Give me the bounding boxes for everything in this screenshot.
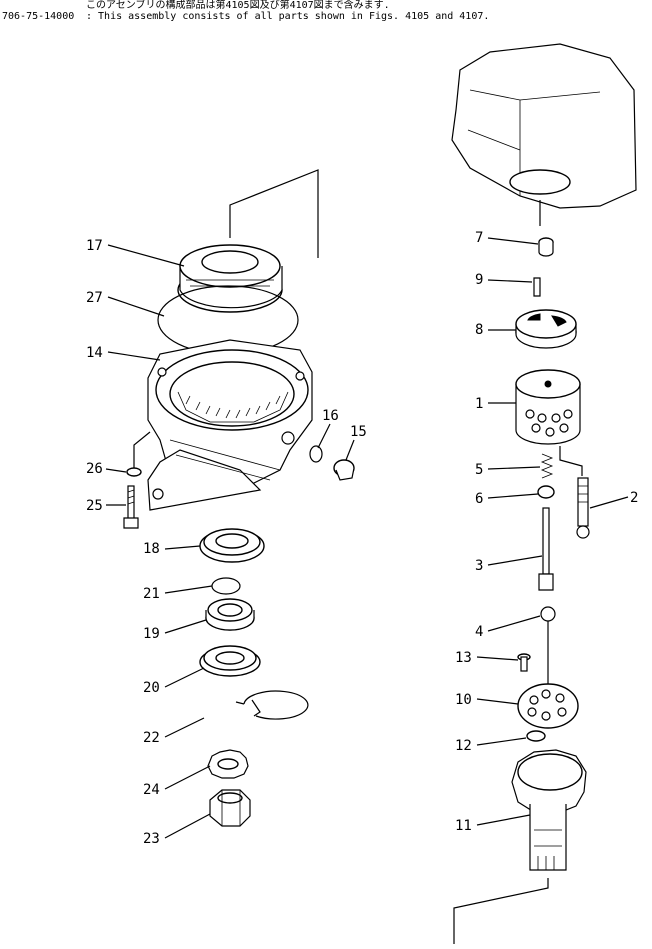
callout-1: 1 — [475, 396, 483, 412]
callout-9: 9 — [475, 272, 483, 288]
part-21-o-ring — [211, 577, 241, 595]
callout-6: 6 — [475, 491, 483, 507]
part-25-bolt — [123, 485, 139, 529]
part-10-retainer-plate — [517, 683, 579, 729]
callout-8: 8 — [475, 322, 483, 338]
callout-5: 5 — [475, 462, 483, 478]
callout-17: 17 — [86, 238, 103, 254]
part-9-pin — [533, 277, 541, 297]
part-12-nut — [526, 730, 546, 742]
callout-14: 14 — [86, 345, 103, 361]
part-23-nut — [209, 789, 251, 827]
part-11-output-shaft — [511, 749, 587, 871]
assembly-bracket-line — [229, 169, 319, 258]
part-26-leader-path — [133, 431, 151, 468]
callout-25: 25 — [86, 498, 103, 514]
callout-3: 3 — [475, 558, 483, 574]
part-1-cylinder-block — [515, 369, 581, 445]
callout-11: 11 — [455, 818, 472, 834]
bottom-bracket-line — [453, 878, 549, 944]
part-22-snap-ring — [235, 690, 309, 720]
callout-labels: 17 27 14 16 15 26 25 18 21 19 20 22 24 — [86, 230, 638, 847]
callout-15: 15 — [350, 424, 367, 440]
callout-12: 12 — [455, 738, 472, 754]
callout-2: 2 — [630, 490, 638, 506]
callout-16: 16 — [322, 408, 339, 424]
part-16-o-ring — [309, 445, 323, 463]
callout-27: 27 — [86, 290, 103, 306]
part-6-seat — [537, 485, 555, 499]
header-part-number: 706-75-14000 — [2, 11, 75, 22]
part-19-bearing — [205, 598, 255, 631]
part-14-ring-gear-housing — [147, 339, 313, 511]
callout-20: 20 — [143, 680, 160, 696]
part-3-center-shaft — [538, 507, 554, 591]
part-26-washer — [126, 467, 142, 477]
part-13-screw — [517, 653, 531, 672]
part-18-roller-bearing — [199, 528, 265, 563]
part-5-spring — [540, 453, 554, 479]
part-7-bushing — [538, 237, 554, 257]
part-8-valve-plate — [515, 309, 577, 349]
callout-24: 24 — [143, 782, 160, 798]
part-2-piston — [576, 477, 590, 539]
part-4-ball — [540, 606, 556, 622]
header-japanese-note: このアセンブリの構成部品は第4105図及び第4107図まで含みます. — [86, 0, 390, 11]
part-15-plug — [333, 459, 355, 481]
part-17-taper-bearing — [177, 244, 283, 313]
callout-21: 21 — [143, 586, 160, 602]
header-english-note: : This assembly consists of all parts sh… — [86, 11, 490, 22]
callout-18: 18 — [143, 541, 160, 557]
part-2-leader-path — [559, 446, 583, 476]
part-20-roller-bearing — [199, 645, 261, 677]
callout-13: 13 — [455, 650, 472, 666]
callout-23: 23 — [143, 831, 160, 847]
callout-4: 4 — [475, 624, 483, 640]
callout-22: 22 — [143, 730, 160, 746]
callout-7: 7 — [475, 230, 483, 246]
callout-19: 19 — [143, 626, 160, 642]
upper-motor-case — [451, 43, 637, 226]
callout-10: 10 — [455, 692, 472, 708]
callout-26: 26 — [86, 461, 103, 477]
part-24-lock-washer — [207, 749, 249, 779]
